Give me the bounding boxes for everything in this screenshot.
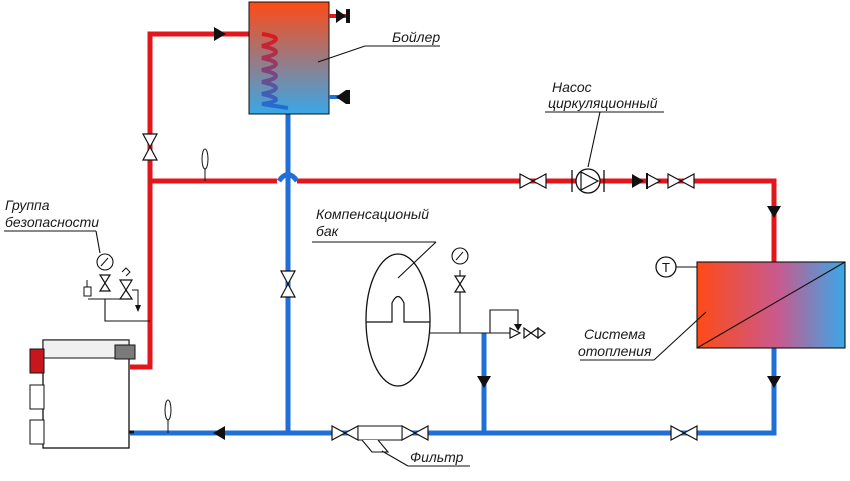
make-up-valve-icon <box>537 326 547 340</box>
tank-label-line2: бак <box>316 223 340 239</box>
pump-label-line1: Насос <box>552 79 592 95</box>
hot-outlet-arrow-icon <box>336 9 346 23</box>
shutoff-valve-icon <box>667 172 683 190</box>
shutoff-valve-icon <box>519 172 535 190</box>
safety-group <box>83 253 150 322</box>
pump-label-line2: циркуляционный <box>548 95 658 111</box>
shutoff-valve-icon <box>141 133 159 149</box>
circulation-pump-icon <box>571 168 605 194</box>
safety-label-line2: безопасности <box>5 214 99 230</box>
check-valve-icon <box>646 172 662 190</box>
filter-icon <box>357 425 403 453</box>
pipes <box>130 31 777 436</box>
shutoff-valve-icon <box>679 172 695 190</box>
shutoff-valve-icon <box>531 172 547 190</box>
make-up-valve-icon <box>529 326 539 340</box>
shutoff-valve-icon <box>401 424 417 442</box>
make-up-valve-icon <box>523 326 533 340</box>
shutoff-valve-icon <box>279 282 297 298</box>
filter-label: Фильтр <box>410 449 464 465</box>
thermometer-icon <box>201 148 209 181</box>
heating-coil-icon <box>261 32 289 110</box>
shutoff-valve-icon <box>413 424 429 442</box>
make-up-valve-icon <box>509 327 522 339</box>
shutoff-valve-icon <box>279 270 297 286</box>
shutoff-valve-icon <box>670 424 686 442</box>
flow-arrow-icon <box>477 376 491 388</box>
flow-arrows <box>213 27 781 440</box>
cold-inlet-arrow-icon <box>336 90 346 104</box>
boiler-label: Бойлер <box>392 29 440 45</box>
shutoff-valve-icon <box>343 424 359 442</box>
hot-pipe-to-boiler <box>147 31 270 344</box>
pipe-crossing <box>276 172 300 183</box>
thermometer-letter: T <box>662 260 670 275</box>
pressure-gauge-icon <box>451 247 469 293</box>
heat-generator <box>29 339 136 449</box>
valves <box>141 133 698 442</box>
heating-label-line1: Система <box>584 326 646 342</box>
flow-arrow-icon <box>214 27 226 41</box>
shutoff-valve-icon <box>682 424 698 442</box>
hot-pipe-from-heater <box>130 344 153 370</box>
flow-arrow-icon <box>767 206 781 218</box>
shutoff-valve-icon <box>141 145 159 161</box>
tank-label-line1: Компенсационый <box>316 206 429 222</box>
boiler-tank <box>248 1 350 115</box>
safety-label-line1: Группа <box>5 197 50 213</box>
expansion-tank <box>365 253 547 387</box>
shutoff-valve-icon <box>331 424 347 442</box>
flow-arrow-icon <box>213 426 225 440</box>
thermometer-icon: T <box>655 256 697 278</box>
heating-label-line2: отопления <box>578 343 652 359</box>
heating-system-radiator <box>696 261 846 349</box>
thermometer-icon <box>164 399 172 433</box>
hot-supply-line <box>150 178 777 262</box>
flow-arrow-icon <box>632 174 644 188</box>
cold-return-line <box>130 348 777 436</box>
flow-arrow-icon <box>767 376 781 388</box>
